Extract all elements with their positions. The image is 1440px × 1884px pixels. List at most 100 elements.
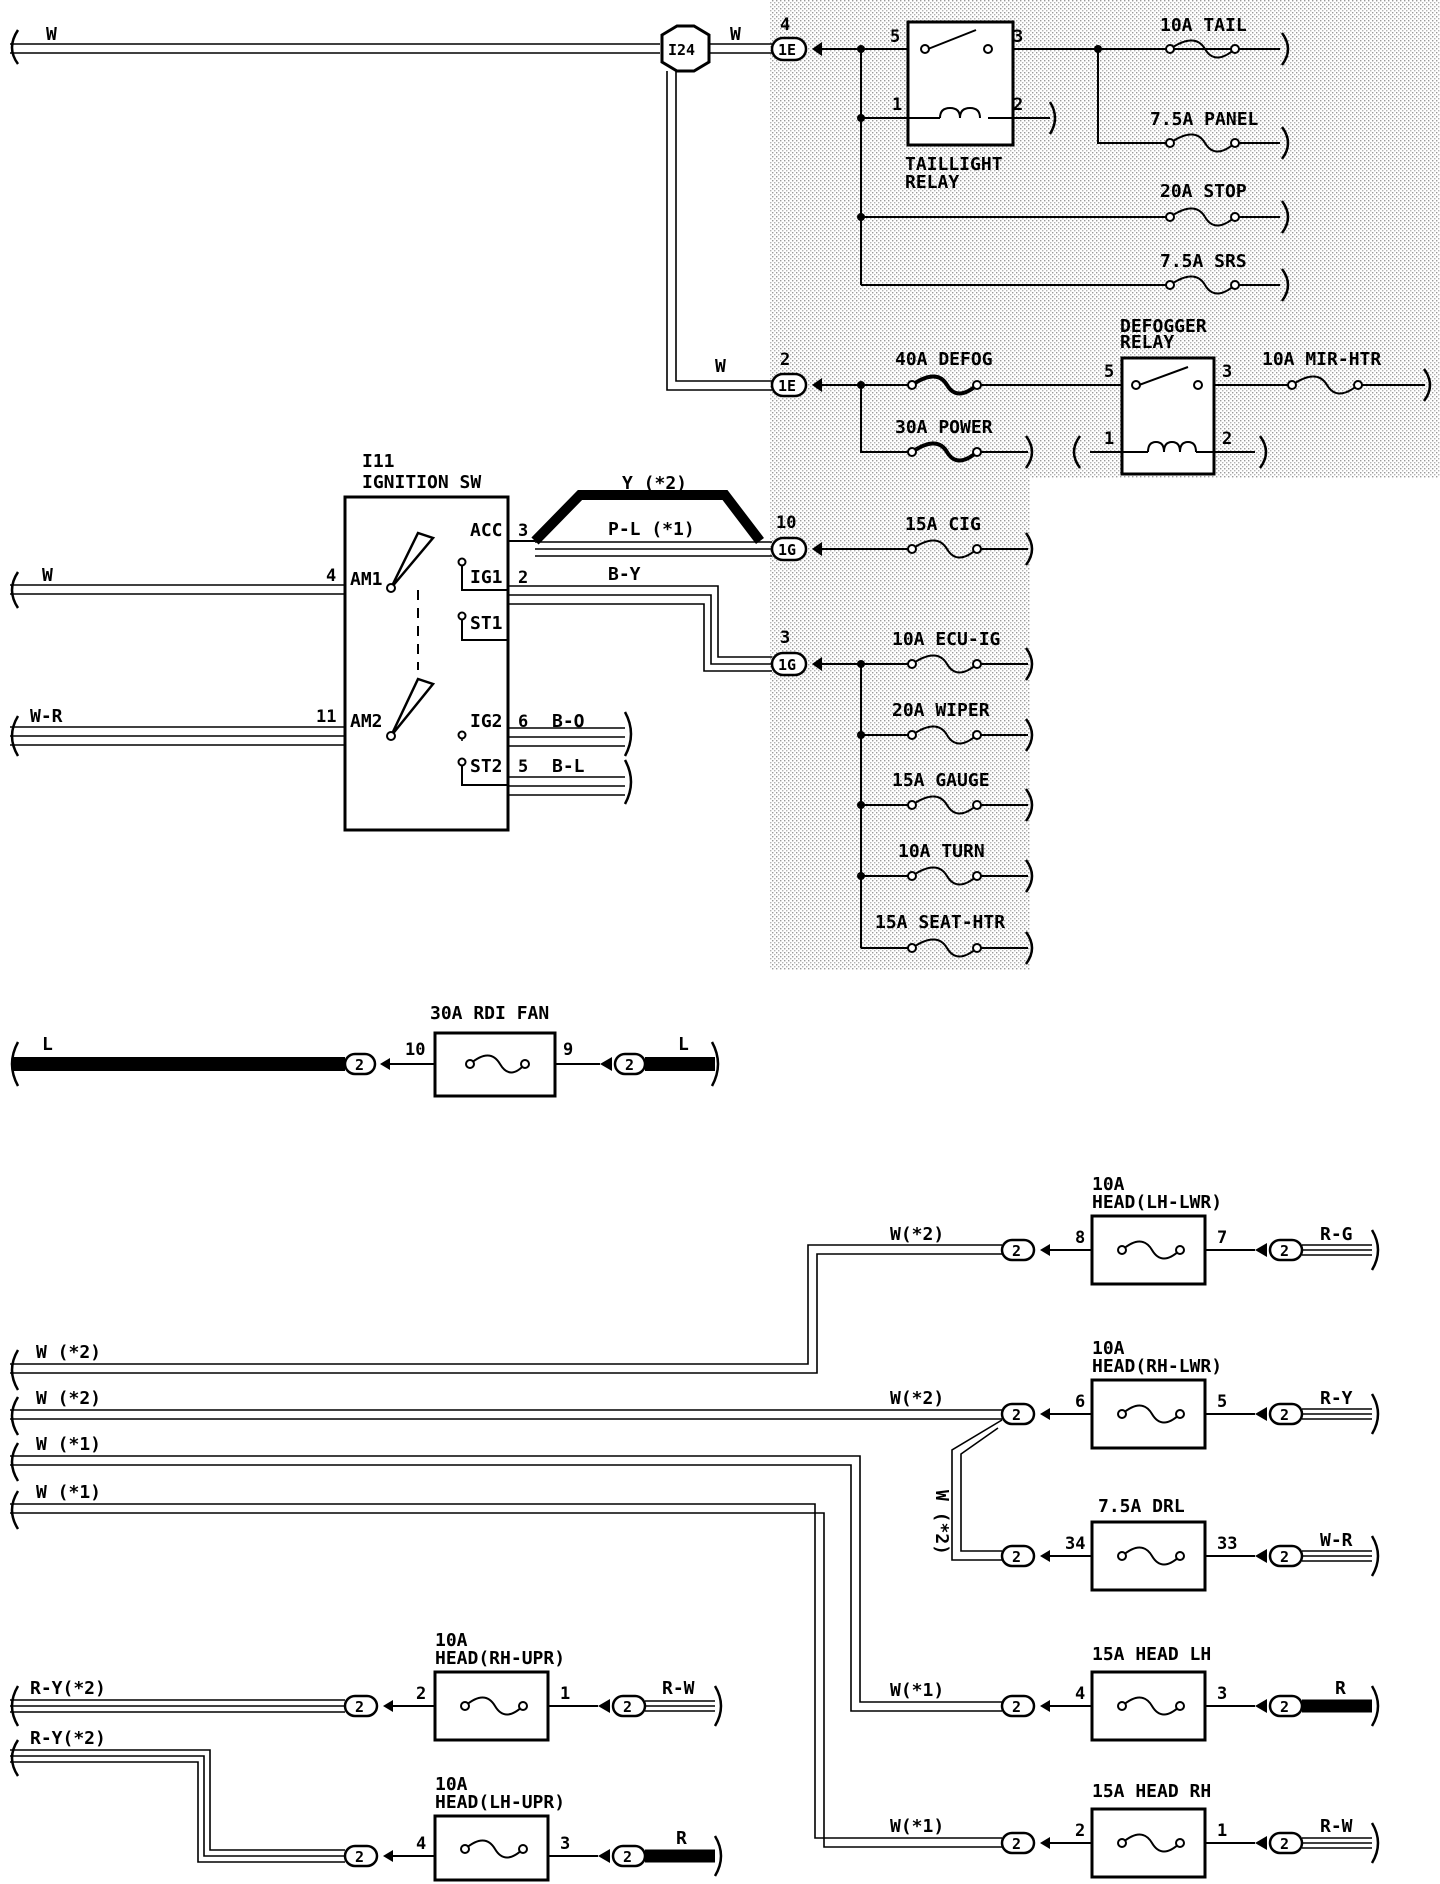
fuse-drl-out-wire: W-R <box>1320 1530 1353 1551</box>
wire-label-w-lower: W <box>715 356 726 377</box>
fuse-lh-lwr-out-wire: R-G <box>1320 1224 1353 1245</box>
connector-1e-top-label: 1E <box>778 41 796 59</box>
wire-label-ign-wr: W-R <box>30 706 63 727</box>
fuse-drl-out-pin: 33 <box>1217 1534 1237 1554</box>
fuse-label-tail: 10A TAIL <box>1160 15 1247 36</box>
ign-pin6: 6 <box>518 712 528 732</box>
wire-w1-head-lh <box>10 1455 1002 1712</box>
connector-1g-ecu <box>770 651 822 677</box>
fuse-label-srs: 7.5A SRS <box>1160 251 1247 272</box>
fuse-7-5a-panel <box>1165 126 1290 160</box>
wire-w-i24-to-1e <box>709 43 772 54</box>
wire-label-bl: B-L <box>552 756 585 777</box>
fuse-lh-lwr-title-2: HEAD(LH-LWR) <box>1092 1192 1222 1213</box>
fuse-head-lh-in-wire: W(*1) <box>890 1680 944 1701</box>
wire-label-w-left: W <box>46 24 57 45</box>
wire-label-bo: B-O <box>552 711 585 732</box>
ign-ig1: IG1 <box>470 567 503 588</box>
fuse-20a-wiper <box>907 718 1034 752</box>
rdi-fan-fuse-box <box>433 1031 557 1098</box>
junction-i24-label: I24 <box>668 41 695 59</box>
fuse-lh-upr-out-wire: R <box>676 1828 687 1849</box>
taillight-relay-pin3: 3 <box>1013 27 1023 47</box>
fuse-20a-stop <box>1165 200 1290 234</box>
ign-pin3: 3 <box>518 521 528 541</box>
fuse-rh-lwr-in-wire: W(*2) <box>890 1388 944 1409</box>
ign-pin11: 11 <box>316 707 336 727</box>
fuse-head-rh-lwr <box>1000 1378 1380 1450</box>
connector-1e-top <box>770 36 822 62</box>
connector-1e-top-pin: 4 <box>780 15 790 35</box>
taillight-relay-pin5: 5 <box>890 27 900 47</box>
connector-1g-cig <box>770 536 822 562</box>
fuse-label-seat-htr: 15A SEAT-HTR <box>875 912 1005 933</box>
defogger-relay <box>1120 356 1216 476</box>
connector-1g-ecu-label: 1G <box>778 656 796 674</box>
connector-1e-lower <box>770 372 822 398</box>
taillight-relay-pin2: 2 <box>1013 95 1023 115</box>
wire-label-ign-w: W <box>42 565 53 586</box>
fuse-drl-title: 7.5A DRL <box>1098 1496 1185 1517</box>
fuse-rh-upr-out-wire: R-W <box>662 1678 695 1699</box>
fuse-head-rh-title: 15A HEAD RH <box>1092 1781 1211 1802</box>
wire-label-l-right: L <box>678 1034 689 1055</box>
junction-i24 <box>660 24 711 73</box>
fuse-7-5a-srs <box>1165 268 1290 302</box>
fuse-head-rh-in-pin: 2 <box>1075 1821 1085 1841</box>
fuse-label-panel: 7.5A PANEL <box>1150 109 1259 130</box>
wire-w2-lh-lwr <box>10 1244 1002 1374</box>
wire-label-l-left: L <box>42 1034 53 1055</box>
fuse-head-lh-upr <box>343 1814 723 1882</box>
connector-2-rdi-left <box>343 1052 390 1076</box>
connector-head-rh-in: 2 <box>1012 1835 1021 1853</box>
rdi-fan-section: 30A RDI FAN L 2 10 9 2 L <box>10 1003 720 1098</box>
defogger-relay-pin3: 3 <box>1222 362 1232 382</box>
taillight-relay <box>906 20 1015 147</box>
connector-head-rh-out: 2 <box>1280 1835 1289 1853</box>
fuse-head-lh-out-wire: R <box>1335 1678 1346 1699</box>
connector-rh-lwr-out: 2 <box>1280 1406 1289 1424</box>
ign-acc: ACC <box>470 520 503 541</box>
wire-ry-lh-upr <box>10 1749 345 1863</box>
wire-label-left-3: W (*1) <box>36 1482 101 1503</box>
rdi-pin10: 10 <box>405 1040 425 1060</box>
connector-lh-upr-out: 2 <box>623 1848 632 1866</box>
fuse-head-rh-out-pin: 1 <box>1217 1821 1227 1841</box>
defogger-relay-label-2: RELAY <box>1120 332 1174 353</box>
ign-am2: AM2 <box>350 711 383 732</box>
fuse-head-rh-upr <box>343 1670 723 1742</box>
ign-pin2: 2 <box>518 568 528 588</box>
fuse-label-mir-htr: 10A MIR-HTR <box>1262 349 1381 370</box>
fuse-rh-lwr-out-pin: 5 <box>1217 1392 1227 1412</box>
fuse-10a-turn <box>907 859 1034 893</box>
fuse-rh-lwr-out-wire: R-Y <box>1320 1388 1353 1409</box>
connector-rh-upr-out: 2 <box>623 1698 632 1716</box>
fuse-lh-lwr-in-pin: 8 <box>1075 1228 1085 1248</box>
fuse-10a-tail <box>1165 32 1290 66</box>
fuse-head-lh-lwr <box>1000 1214 1380 1286</box>
fuse-label-cig: 15A CIG <box>905 514 981 535</box>
connector-lh-upr-in: 2 <box>355 1848 364 1866</box>
connector-1g-cig-pin: 10 <box>776 513 796 533</box>
fuse-label-defog: 40A DEFOG <box>895 349 993 370</box>
wire-w-ign <box>10 584 345 595</box>
wire-label-pl1: P-L (*1) <box>608 519 695 540</box>
fuse-lh-upr-title-1: 10A <box>435 1774 468 1795</box>
ign-st2: ST2 <box>470 756 503 777</box>
connector-rdi-right-label: 2 <box>625 1056 634 1074</box>
connector-1e-lower-label: 1E <box>778 377 796 395</box>
rdi-pin9: 9 <box>563 1040 573 1060</box>
defogger-relay-pin5: 5 <box>1104 362 1114 382</box>
ignition-switch-box <box>343 495 510 832</box>
junction-block-shading <box>770 0 1440 970</box>
fuse-rh-lwr-in-pin: 6 <box>1075 1392 1085 1412</box>
connector-head-lh-in: 2 <box>1012 1698 1021 1716</box>
wire-label-left-0: W (*2) <box>36 1342 101 1363</box>
wire-label-vertical: W (*2) <box>931 1490 952 1555</box>
taillight-relay-label-2: RELAY <box>905 172 959 193</box>
fuse-lh-upr-in-pin: 4 <box>416 1834 426 1854</box>
wire-ry-rh-upr <box>10 1699 345 1713</box>
wire-label-by: B-Y <box>608 564 641 585</box>
ignition-title: IGNITION SW <box>362 472 481 493</box>
